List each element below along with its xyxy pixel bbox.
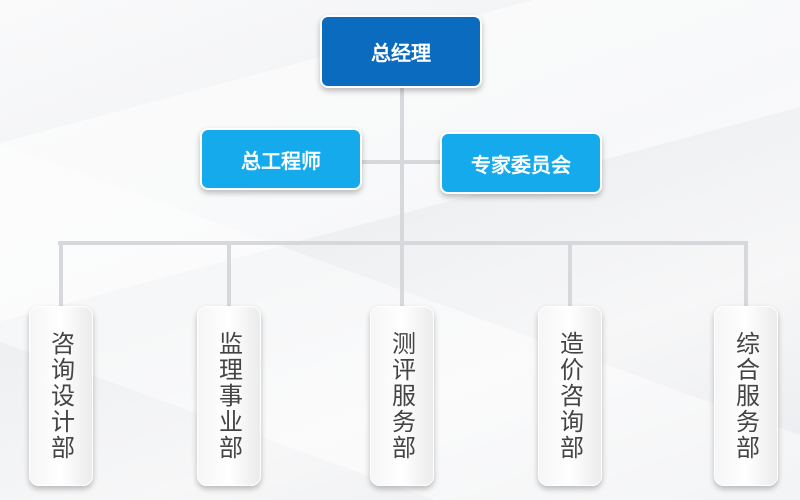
connector-drop (744, 241, 748, 307)
connector-trunk (400, 88, 404, 306)
node-evaluation-service-dept[interactable]: 测评服务部 (370, 306, 434, 486)
node-chief-engineer[interactable]: 总工程师 (200, 128, 362, 190)
node-general-manager[interactable]: 总经理 (320, 15, 482, 88)
node-expert-committee[interactable]: 专家委员会 (440, 132, 602, 194)
node-cost-consulting-dept[interactable]: 造价咨询部 (538, 306, 602, 486)
node-supervision-dept[interactable]: 监理事业部 (197, 306, 261, 486)
connector-middle (362, 160, 442, 164)
connector-drop (59, 241, 63, 307)
node-general-service-dept[interactable]: 综合服务部 (714, 306, 778, 486)
connector-drop (227, 241, 231, 307)
connector-drop (568, 241, 572, 307)
node-consulting-design-dept[interactable]: 咨询设计部 (29, 306, 93, 486)
connector-bus (58, 241, 748, 245)
